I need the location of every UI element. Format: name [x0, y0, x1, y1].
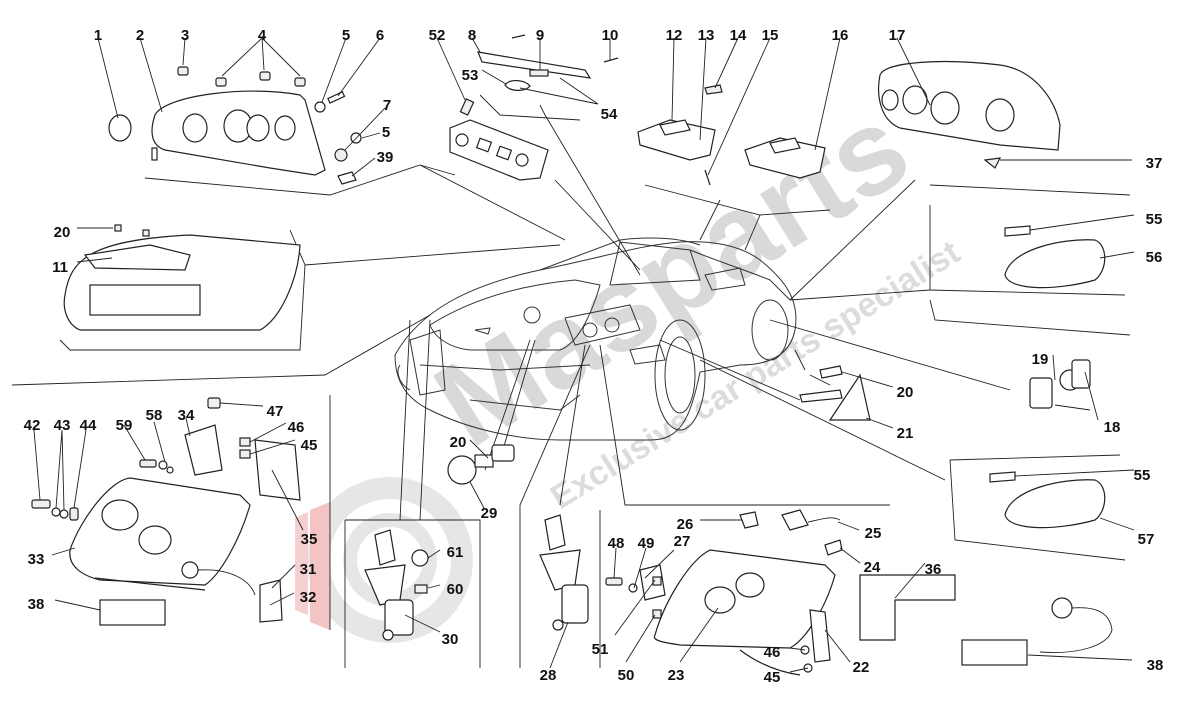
callout-c29: 29 — [481, 505, 498, 522]
callout-c45b: 45 — [764, 669, 781, 686]
callout-c44: 44 — [80, 417, 97, 434]
callout-c11: 11 — [52, 259, 68, 276]
callout-c30: 30 — [442, 631, 459, 648]
callout-c20b: 20 — [897, 384, 914, 401]
callout-c31: 31 — [300, 561, 317, 578]
callout-c36: 36 — [925, 561, 942, 578]
callout-c13: 13 — [698, 27, 715, 44]
callout-c38a: 38 — [28, 596, 45, 613]
callout-c55b: 55 — [1134, 467, 1151, 484]
callout-c42: 42 — [24, 417, 41, 434]
fog-light — [447, 444, 515, 485]
headlight-bulbs — [739, 509, 843, 556]
watermark: Masparts Exclusive car parts specialist — [295, 79, 967, 643]
screws-rear — [177, 66, 362, 185]
bulb-socket — [1029, 359, 1091, 409]
callout-c46b: 46 — [764, 644, 781, 661]
callout-c38b: 38 — [1147, 657, 1164, 674]
callout-c23: 23 — [668, 667, 685, 684]
callout-c18: 18 — [1104, 419, 1121, 436]
callout-c24: 24 — [864, 559, 881, 576]
callout-c45a: 45 — [301, 437, 318, 454]
callout-c50: 50 — [618, 667, 635, 684]
levelling-motor-left — [364, 529, 429, 641]
headlight-screws — [31, 459, 174, 521]
callout-c16: 16 — [832, 27, 849, 44]
callout-c34: 34 — [178, 407, 195, 424]
callout-c46a: 46 — [288, 419, 305, 436]
trunk-compartment — [63, 224, 301, 331]
control-unit-right — [961, 597, 1113, 666]
callout-c47: 47 — [267, 403, 284, 420]
levelling-motor-right — [539, 514, 589, 631]
callout-c33: 33 — [28, 551, 45, 568]
car-body — [394, 237, 797, 441]
rear-light-cluster-left — [108, 90, 326, 176]
callout-c57: 57 — [1138, 531, 1155, 548]
callout-c53: 53 — [462, 67, 479, 84]
callout-c1: 1 — [94, 27, 102, 44]
watermark-logo — [295, 477, 473, 643]
callout-c15: 15 — [762, 27, 779, 44]
callout-c17: 17 — [889, 27, 906, 44]
callout-c39: 39 — [377, 149, 394, 166]
callout-c59: 59 — [116, 417, 133, 434]
callout-c26: 26 — [677, 516, 694, 533]
callout-c58: 58 — [146, 407, 163, 424]
callout-c10: 10 — [602, 27, 619, 44]
callout-c48: 48 — [608, 535, 625, 552]
callout-c22: 22 — [853, 659, 870, 676]
side-indicator — [799, 365, 871, 421]
callout-c27: 27 — [674, 533, 691, 550]
callout-c54: 54 — [601, 106, 618, 123]
callout-c60: 60 — [447, 581, 464, 598]
callout-c21: 21 — [897, 425, 914, 442]
rear-light-cluster-right — [878, 60, 1061, 169]
callout-c4: 4 — [258, 27, 267, 44]
callout-c52: 52 — [429, 27, 446, 44]
callout-c37: 37 — [1146, 155, 1163, 172]
callout-c55a: 55 — [1146, 211, 1163, 228]
callout-c28: 28 — [540, 667, 557, 684]
callout-c56: 56 — [1146, 249, 1163, 266]
callout-c3: 3 — [181, 27, 189, 44]
sticker-panel — [859, 574, 956, 641]
roof-light-strip — [477, 34, 619, 91]
callout-c35: 35 — [301, 531, 318, 548]
leader-lines — [33, 37, 1135, 673]
callout-c20a: 20 — [54, 224, 71, 241]
callout-c32: 32 — [300, 589, 317, 606]
headlight-right — [605, 549, 836, 676]
callout-c9: 9 — [536, 27, 544, 44]
callout-c8: 8 — [468, 27, 476, 44]
headlight-left — [69, 477, 283, 626]
callout-c20c: 20 — [450, 434, 467, 451]
callout-c7: 7 — [383, 97, 391, 114]
callout-c49: 49 — [638, 535, 655, 552]
callout-c5b: 5 — [382, 124, 390, 141]
callout-c12: 12 — [666, 27, 683, 44]
side-markers — [989, 225, 1106, 529]
callout-c25: 25 — [865, 525, 882, 542]
callout-c2: 2 — [136, 27, 144, 44]
callout-c5a: 5 — [342, 27, 350, 44]
interior-lights — [637, 84, 826, 186]
callout-c43: 43 — [54, 417, 71, 434]
interior-switch-panel — [449, 98, 549, 181]
callout-c61: 61 — [447, 544, 464, 561]
callout-c51: 51 — [592, 641, 609, 658]
callout-c19: 19 — [1032, 351, 1049, 368]
frames — [11, 94, 1131, 668]
callout-c14: 14 — [730, 27, 747, 44]
callout-c6: 6 — [376, 27, 384, 44]
